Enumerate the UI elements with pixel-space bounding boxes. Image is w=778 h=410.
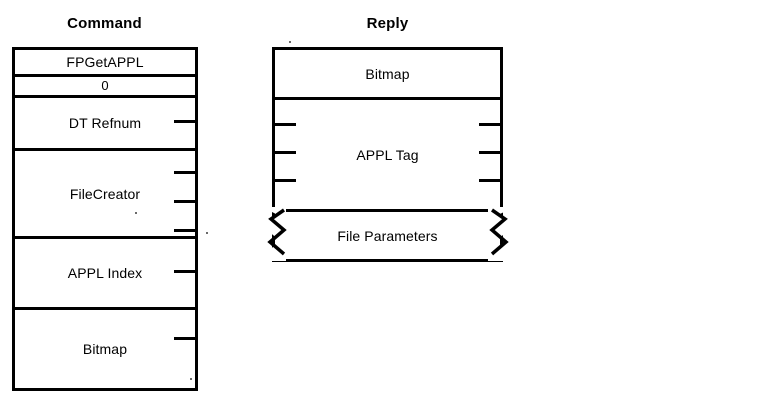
torn-edge-right-icon bbox=[489, 208, 509, 256]
scan-speckle bbox=[135, 212, 137, 214]
command-field-label: DT Refnum bbox=[68, 115, 142, 131]
continuation-tick-icon bbox=[275, 123, 296, 126]
command-field-label: FPGetAPPL bbox=[66, 54, 144, 70]
command-field-label: 0 bbox=[101, 78, 109, 93]
continuation-tick-icon bbox=[174, 120, 195, 123]
command-field-zero: 0 bbox=[15, 77, 195, 98]
continuation-tick-icon bbox=[479, 151, 500, 154]
command-panel-title: Command bbox=[67, 15, 142, 32]
reply-field-bitmap: Bitmap bbox=[275, 50, 500, 100]
reply-field-file-parameters: File Parameters bbox=[275, 212, 500, 259]
continuation-tick-icon bbox=[174, 200, 195, 203]
continuation-tick-icon bbox=[174, 171, 195, 174]
continuation-tick-icon bbox=[479, 123, 500, 126]
scan-speckle bbox=[190, 378, 192, 380]
command-field-label: FileCreator bbox=[69, 185, 141, 202]
command-field-fpgetappl: FPGetAPPL bbox=[15, 50, 195, 77]
continuation-tick-icon bbox=[275, 179, 296, 182]
reply-field-label: APPL Tag bbox=[356, 146, 419, 163]
scan-speckle bbox=[289, 41, 291, 43]
command-packet-box: FPGetAPPL 0 DT Refnum FileCreator APPL I… bbox=[12, 47, 198, 391]
torn-edge-left-icon bbox=[267, 208, 287, 256]
command-field-bitmap: Bitmap bbox=[15, 310, 195, 388]
reply-panel-title: Reply bbox=[366, 15, 409, 32]
command-field-label: APPL Index bbox=[67, 265, 143, 281]
continuation-tick-icon bbox=[174, 337, 195, 340]
reply-field-label: File Parameters bbox=[337, 227, 438, 244]
reply-field-label: Bitmap bbox=[365, 65, 410, 82]
continuation-tick-icon bbox=[174, 270, 195, 273]
continuation-tick-icon bbox=[275, 151, 296, 154]
command-field-label: Bitmap bbox=[82, 341, 128, 357]
torn-edge-group bbox=[266, 207, 510, 261]
command-field-dt-refnum: DT Refnum bbox=[15, 98, 195, 151]
scan-speckle bbox=[206, 232, 208, 234]
continuation-tick-icon bbox=[174, 229, 195, 232]
command-field-appl-index: APPL Index bbox=[15, 239, 195, 310]
continuation-tick-icon bbox=[479, 179, 500, 182]
command-field-filecreator: FileCreator bbox=[15, 151, 195, 239]
reply-packet-box: Bitmap APPL Tag File Parameters bbox=[272, 47, 503, 262]
reply-field-appl-tag: APPL Tag bbox=[275, 100, 500, 212]
